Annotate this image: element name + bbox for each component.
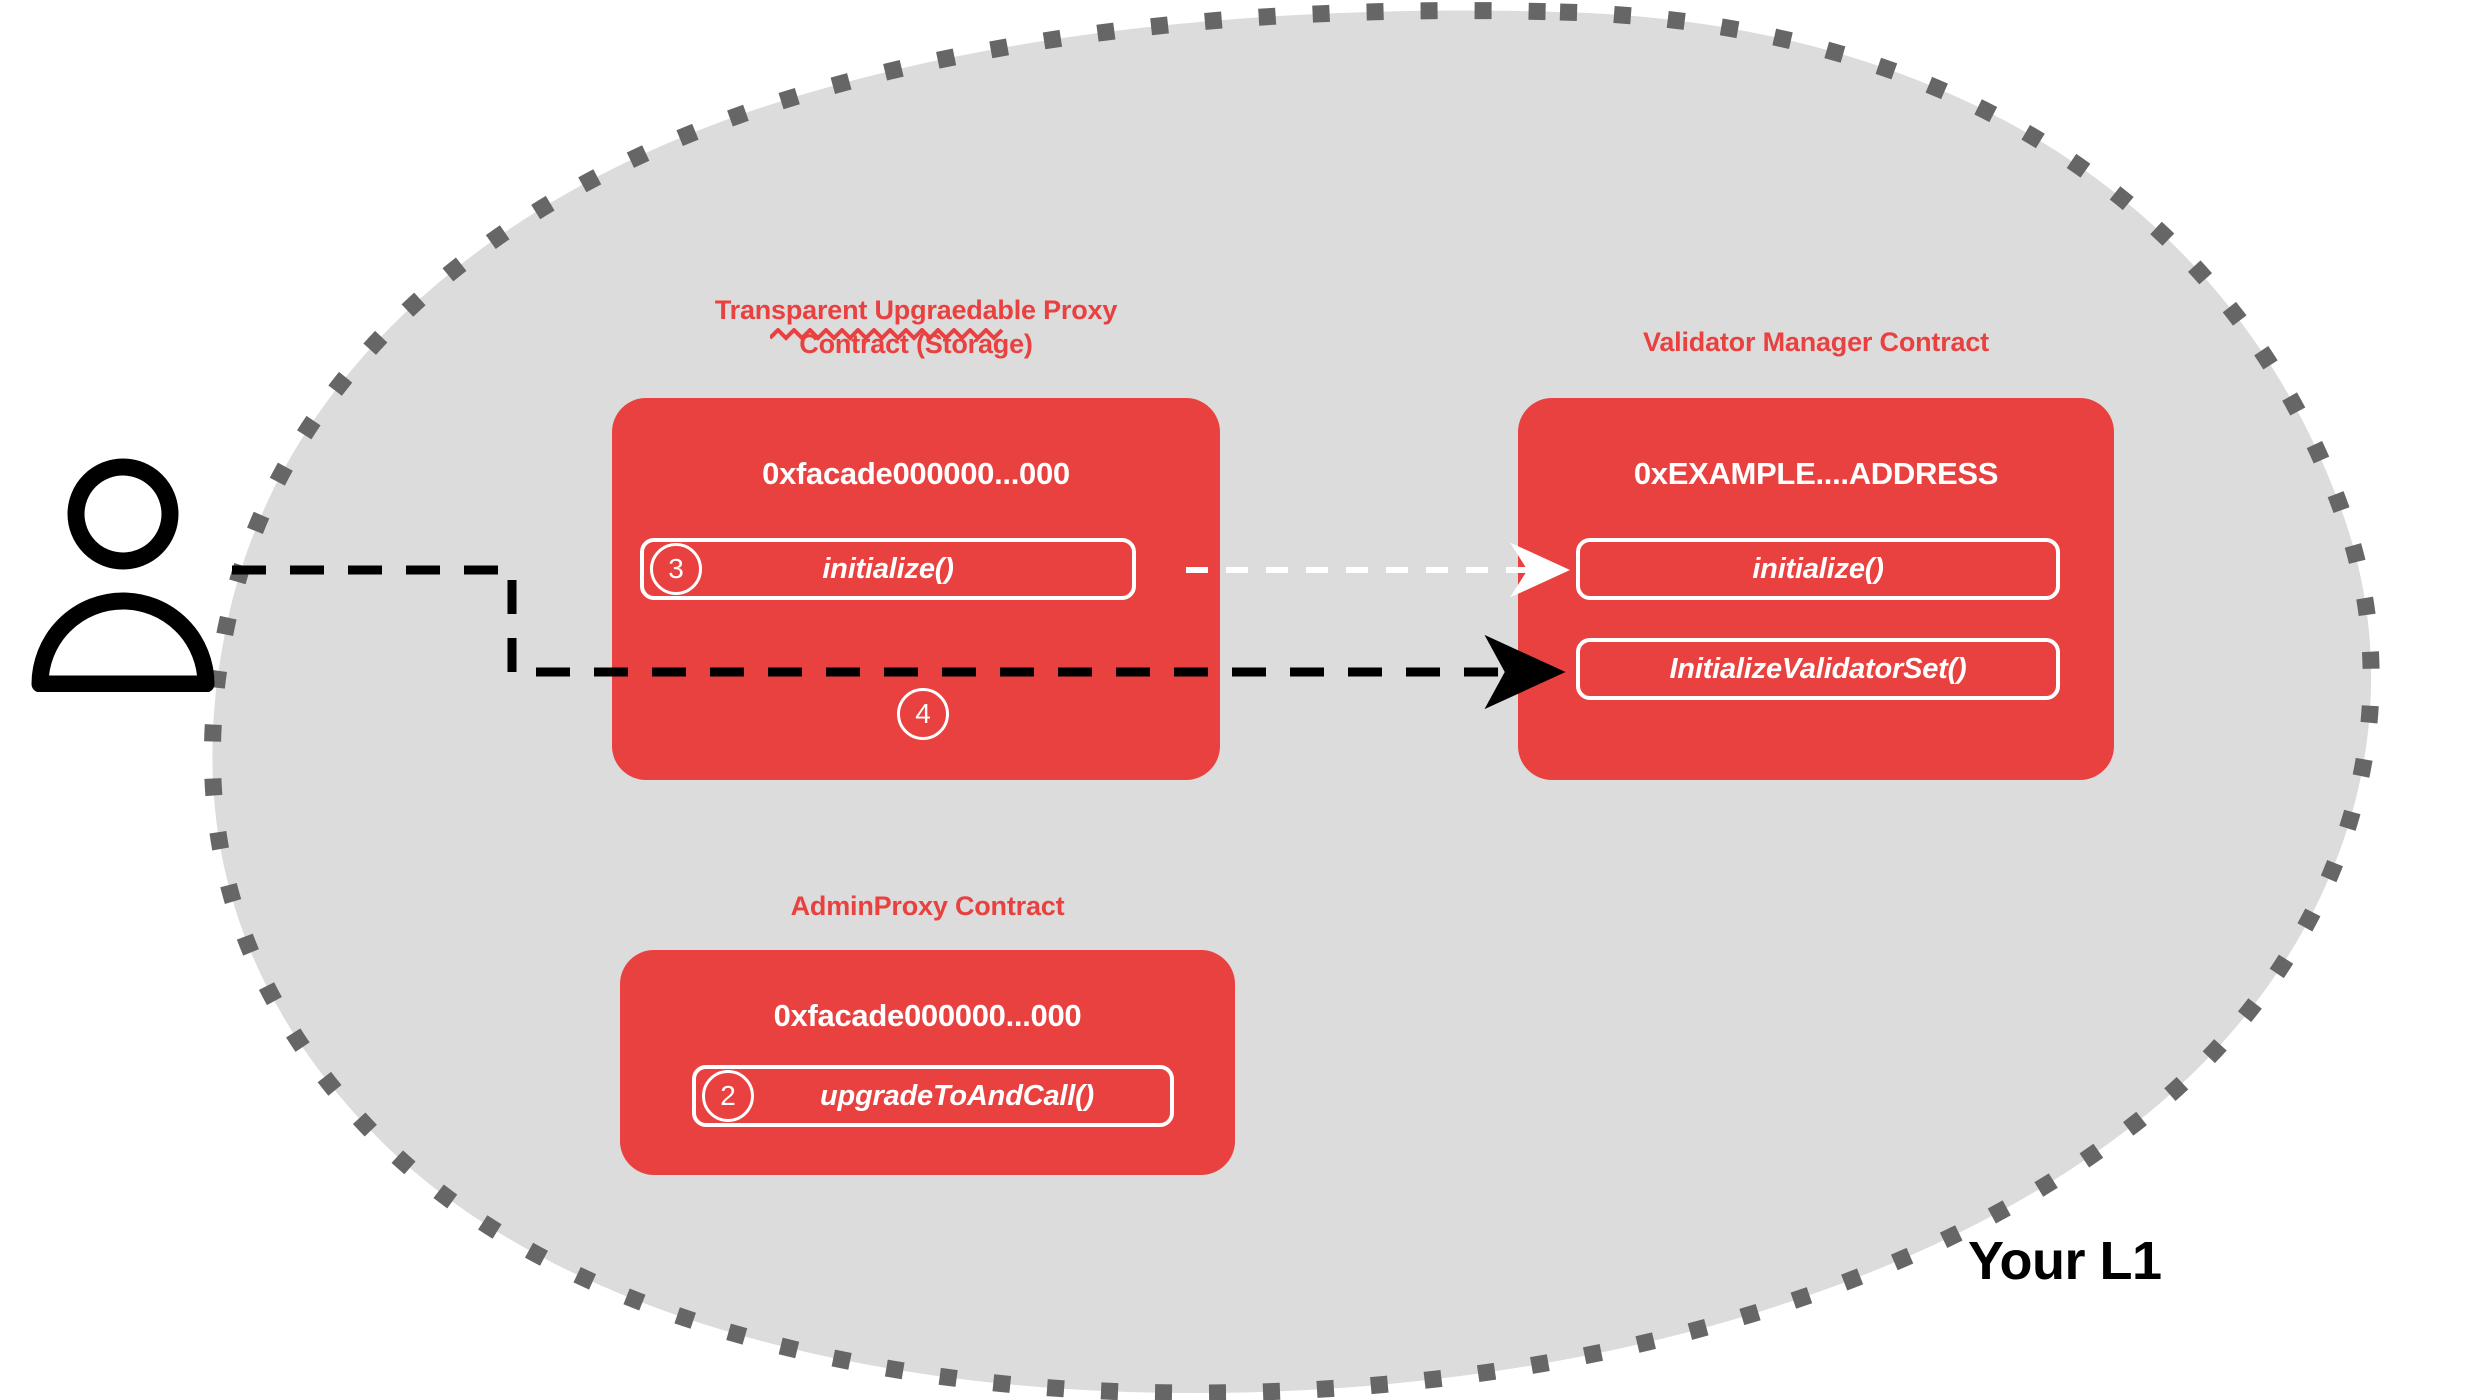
step-badge-2: 2 [702,1070,754,1122]
validator-manager-card: 0xEXAMPLE....ADDRESS initialize() Initia… [1518,398,2114,780]
vm-method-initialize-validator-set[interactable]: InitializeValidatorSet() [1576,638,2060,700]
vm-method-initialize[interactable]: initialize() [1576,538,2060,600]
spellcheck-squiggle-icon [770,328,1004,341]
proxy-method-initialize[interactable]: initialize() [640,538,1136,600]
person-icon [31,458,215,692]
validator-manager-address: 0xEXAMPLE....ADDRESS [1633,456,1999,491]
title-line-1: AdminProxy Contract [790,891,1065,921]
proxy-method-initialize-label: initialize() [822,552,954,585]
admin-proxy-title: AdminProxy Contract [620,890,1235,924]
transparent-upgradeable-proxy-card: 0xfacade000000...000 initialize() 3 4 [612,398,1220,780]
connector-user-to-initialize-validator-set [232,565,1566,710]
l1-region-label: Your L1 [1968,1231,2162,1291]
title-line-1: Validator Manager Contract [1643,327,1989,357]
admin-proxy-card: 0xfacade000000...000 upgradeToAndCall() … [620,950,1235,1175]
step-badge-3: 3 [650,543,702,595]
vm-method-initialize-validator-set-label: InitializeValidatorSet() [1669,652,1967,685]
admin-proxy-address: 0xfacade000000...000 [773,998,1082,1033]
step-badge-4: 4 [897,688,949,740]
vm-method-initialize-label: initialize() [1752,552,1884,585]
admin-proxy-method-upgrade-to-and-call[interactable]: upgradeToAndCall() [692,1065,1174,1127]
admin-proxy-method-upgrade-to-and-call-label: upgradeToAndCall() [819,1079,1095,1112]
transparent-upgradeable-proxy-address: 0xfacade000000...000 [762,456,1070,491]
title-line-1: Transparent Upgraedable Proxy [714,295,1118,325]
validator-manager-title: Validator Manager Contract [1518,326,2114,360]
